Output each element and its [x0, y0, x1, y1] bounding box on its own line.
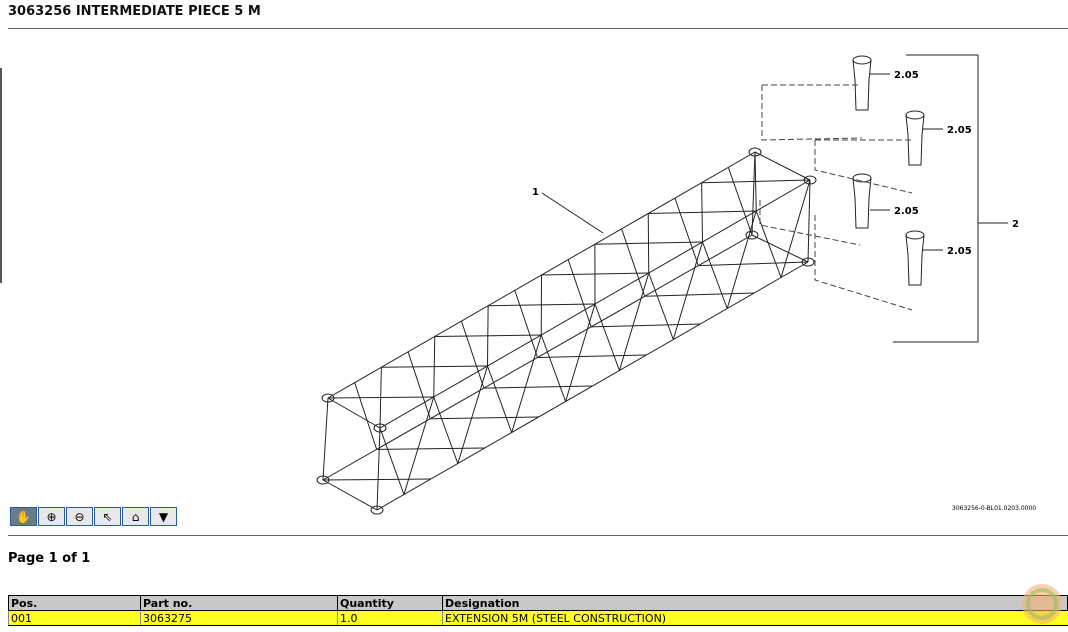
lacing	[644, 292, 755, 297]
pan-button[interactable]: ✋	[10, 507, 37, 526]
zoom-out-icon: ⊖	[74, 509, 85, 524]
label-pin[interactable]: 2.05	[947, 246, 972, 257]
lacing	[433, 396, 459, 464]
lacing	[379, 367, 382, 429]
lacing	[621, 228, 646, 297]
page-title: 3063256 INTERMEDIATE PIECE 5 M	[8, 4, 261, 19]
parts-drawing[interactable]: 1 2 2.05 2.05 2.05 2.05 3063256-0-BL01.0203…	[0, 30, 1068, 520]
more-button[interactable]: ▼	[150, 507, 177, 526]
end-frame	[322, 397, 329, 481]
lacing	[591, 323, 701, 328]
scrollbar[interactable]	[0, 68, 2, 283]
truss-section-drawing	[316, 147, 817, 515]
home-button[interactable]: ⌂	[122, 507, 149, 526]
dashed-guides	[759, 84, 913, 311]
lacing	[540, 334, 567, 402]
connector-lug	[748, 147, 762, 157]
connector-lug	[316, 475, 330, 485]
pointer-icon: ⇖	[102, 509, 113, 524]
watermark-logo	[1022, 584, 1062, 624]
lacing	[567, 259, 592, 328]
lacing	[648, 272, 674, 340]
hand-icon: ✋	[16, 509, 31, 524]
col-part-no[interactable]: Part no.	[140, 595, 338, 611]
lacing	[727, 167, 753, 236]
end-frame	[751, 151, 756, 236]
col-quantity[interactable]: Quantity	[337, 595, 443, 611]
lacing	[514, 290, 538, 358]
lacing	[487, 365, 513, 433]
drawing-toolbar: ✋ ⊕ ⊖ ⇖ ⌂ ▼	[10, 507, 177, 526]
label-pin[interactable]: 2.05	[894, 206, 919, 217]
pin-drawing[interactable]: 2.05	[852, 55, 919, 111]
lacing	[780, 179, 811, 278]
connector-lug	[801, 257, 815, 267]
lacing	[594, 303, 620, 371]
connector-lug	[370, 505, 384, 515]
end-frame	[327, 397, 381, 429]
lacing	[537, 354, 647, 358]
lacing	[487, 305, 489, 367]
lacing	[618, 272, 650, 371]
label-item-1[interactable]: 1	[532, 187, 539, 198]
end-frame	[807, 179, 811, 263]
lacing	[483, 385, 593, 389]
lacing	[376, 447, 485, 450]
zoom-in-icon: ⊕	[46, 509, 57, 524]
lacing	[511, 334, 542, 433]
title-divider	[8, 28, 1068, 29]
lacing	[354, 382, 378, 450]
cell-part-no: 3063275	[140, 610, 338, 626]
label-pin[interactable]: 2.05	[947, 125, 972, 136]
lacing	[457, 365, 488, 464]
lacing	[460, 320, 485, 389]
drawing-divider	[8, 535, 1068, 536]
connector-lug	[803, 175, 817, 185]
lacing	[698, 261, 809, 267]
connector-lug	[745, 230, 759, 240]
col-designation[interactable]: Designation	[442, 595, 1068, 611]
parts-table: Pos. Part no. Quantity Designation 001 3…	[8, 595, 1068, 626]
select-button[interactable]: ⇖	[94, 507, 121, 526]
lacing	[702, 241, 728, 309]
cell-pos: 001	[8, 610, 141, 626]
pin-drawing[interactable]: 2.05	[905, 110, 972, 166]
label-item-2[interactable]: 2	[1012, 219, 1019, 230]
end-frame	[322, 479, 378, 511]
cell-designation: EXTENSION 5M (STEEL CONSTRUCTION)	[442, 610, 1068, 626]
connector-lug	[321, 393, 335, 403]
zoom-in-button[interactable]: ⊕	[38, 507, 65, 526]
lacing	[674, 197, 699, 266]
cell-quantity: 1.0	[337, 610, 443, 626]
lacing	[672, 241, 703, 340]
end-frame	[754, 151, 811, 181]
home-icon: ⌂	[131, 509, 140, 524]
drawing-number: 3063256-0-BL01.0203.0000	[952, 505, 1036, 512]
lacing	[647, 213, 650, 274]
lacing	[430, 416, 539, 420]
end-frame	[751, 234, 809, 263]
pin-drawing[interactable]: 2.05	[905, 230, 972, 286]
lacing	[433, 336, 436, 398]
connector-lug	[373, 423, 387, 433]
page-indicator: Page 1 of 1	[8, 551, 91, 566]
label-pin[interactable]: 2.05	[894, 70, 919, 81]
zoom-out-button[interactable]: ⊖	[66, 507, 93, 526]
lacing	[701, 182, 703, 243]
table-row[interactable]: 001 3063275 1.0 EXTENSION 5M (STEEL CONS…	[8, 610, 1068, 626]
end-frame	[376, 427, 381, 511]
lacing	[407, 351, 431, 419]
lacing	[565, 303, 596, 402]
lacing	[754, 151, 757, 212]
col-pos[interactable]: Pos.	[8, 595, 141, 611]
lacing	[379, 427, 405, 495]
lacing	[726, 210, 757, 309]
pin-drawing[interactable]: 2.05	[852, 173, 919, 229]
bracket-item-2	[893, 54, 1008, 343]
lacing	[322, 478, 431, 481]
leader-item-1	[541, 192, 604, 234]
table-header-row: Pos. Part no. Quantity Designation	[8, 595, 1068, 611]
triangle-down-icon: ▼	[158, 509, 169, 524]
